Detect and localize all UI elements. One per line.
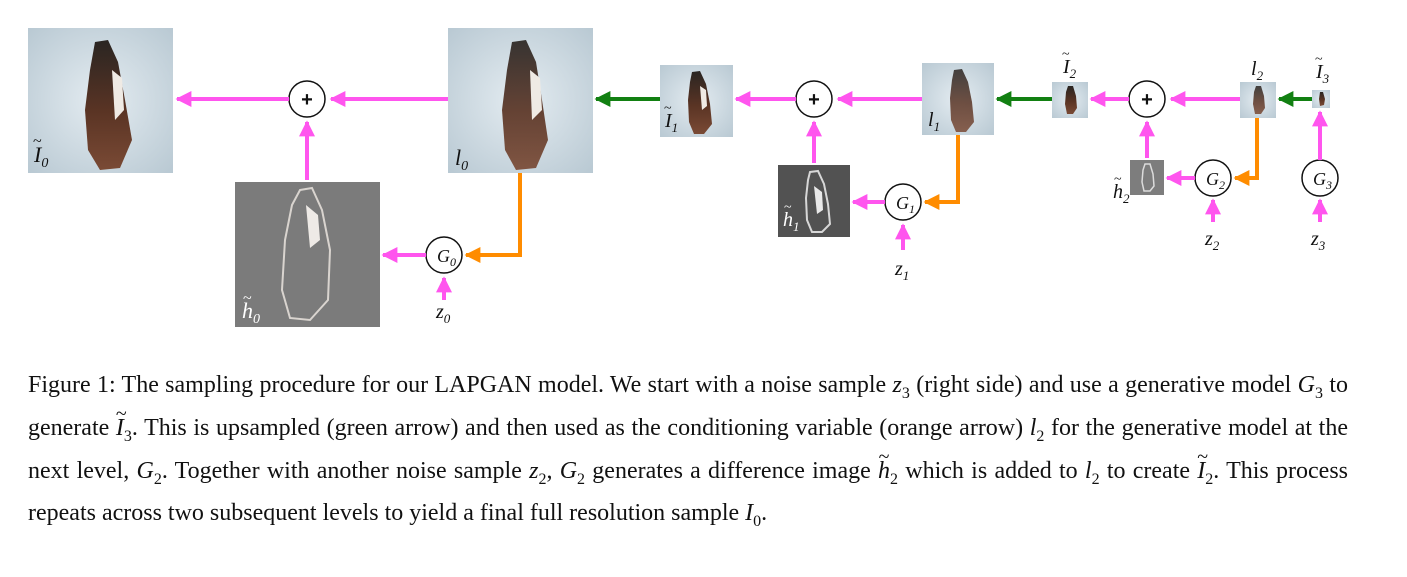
- generator-G2: G2: [1194, 159, 1232, 197]
- tilde-mark: ~: [664, 101, 672, 116]
- image-h1-tilde: h1 ~: [778, 165, 850, 237]
- svg-text:G1: G1: [896, 193, 915, 216]
- image-h0-tilde: h0 ~: [235, 182, 380, 327]
- label-I0-tilde: I0: [33, 142, 48, 171]
- label-h1-tilde: h1: [783, 209, 800, 234]
- image-l1: l1: [922, 63, 994, 135]
- generator-G3: G3: [1301, 159, 1339, 197]
- label-l1: l1: [928, 109, 940, 134]
- tilde-mark: ~: [1315, 52, 1323, 67]
- label-h0-tilde: h0: [242, 298, 260, 327]
- plus-node-level2: +: [1128, 80, 1166, 118]
- image-I2-tilde: I2 ~: [1052, 47, 1088, 118]
- caption-label: Figure 1:: [28, 372, 116, 398]
- tilde-mark: ~: [1062, 47, 1070, 62]
- image-l0: l0: [448, 28, 593, 174]
- label-l0: l0: [455, 145, 468, 174]
- label-l2: l2: [1251, 58, 1264, 83]
- label-I2-tilde: I2: [1062, 56, 1077, 81]
- label-h2-tilde: h2: [1113, 181, 1130, 206]
- svg-text:+: +: [301, 89, 313, 111]
- label-I1-tilde: I1: [664, 110, 678, 135]
- generator-G1: G1: [884, 183, 922, 221]
- svg-text:G3: G3: [1313, 169, 1332, 192]
- noise-z2: z2: [1204, 228, 1220, 253]
- figure-caption: Figure 1: The sampling procedure for our…: [28, 368, 1348, 539]
- svg-text:G0: G0: [437, 246, 456, 269]
- caption-paragraph: Figure 1: The sampling procedure for our…: [28, 368, 1348, 539]
- tilde-mark: ~: [784, 200, 792, 215]
- image-I0-tilde: I0 ~: [28, 28, 173, 173]
- svg-text:+: +: [808, 89, 820, 111]
- label-I3-tilde: I3: [1315, 61, 1330, 86]
- image-I3-tilde: I3 ~: [1312, 52, 1330, 108]
- plus-node-level1: +: [795, 80, 833, 118]
- tilde-mark: ~: [33, 133, 42, 150]
- lapgan-sampling-diagram: I0 ~ l0 h0 ~ I1 ~ l1 h1 ~: [28, 28, 1339, 327]
- noise-z0: z0: [435, 301, 451, 326]
- noise-z1: z1: [894, 258, 909, 283]
- image-h2-tilde: h2 ~: [1113, 160, 1164, 206]
- generator-G0: G0: [425, 236, 463, 274]
- image-l2: l2: [1240, 58, 1276, 118]
- tilde-mark: ~: [1114, 172, 1122, 187]
- svg-text:+: +: [1141, 89, 1153, 111]
- noise-z3: z3: [1310, 228, 1326, 253]
- svg-text:G2: G2: [1206, 169, 1225, 192]
- plus-node-level0: +: [288, 80, 326, 118]
- pink-arrows: [175, 91, 1328, 300]
- image-I1-tilde: I1 ~: [660, 65, 733, 137]
- tilde-mark: ~: [243, 290, 252, 307]
- orange-arrows: [464, 118, 1259, 263]
